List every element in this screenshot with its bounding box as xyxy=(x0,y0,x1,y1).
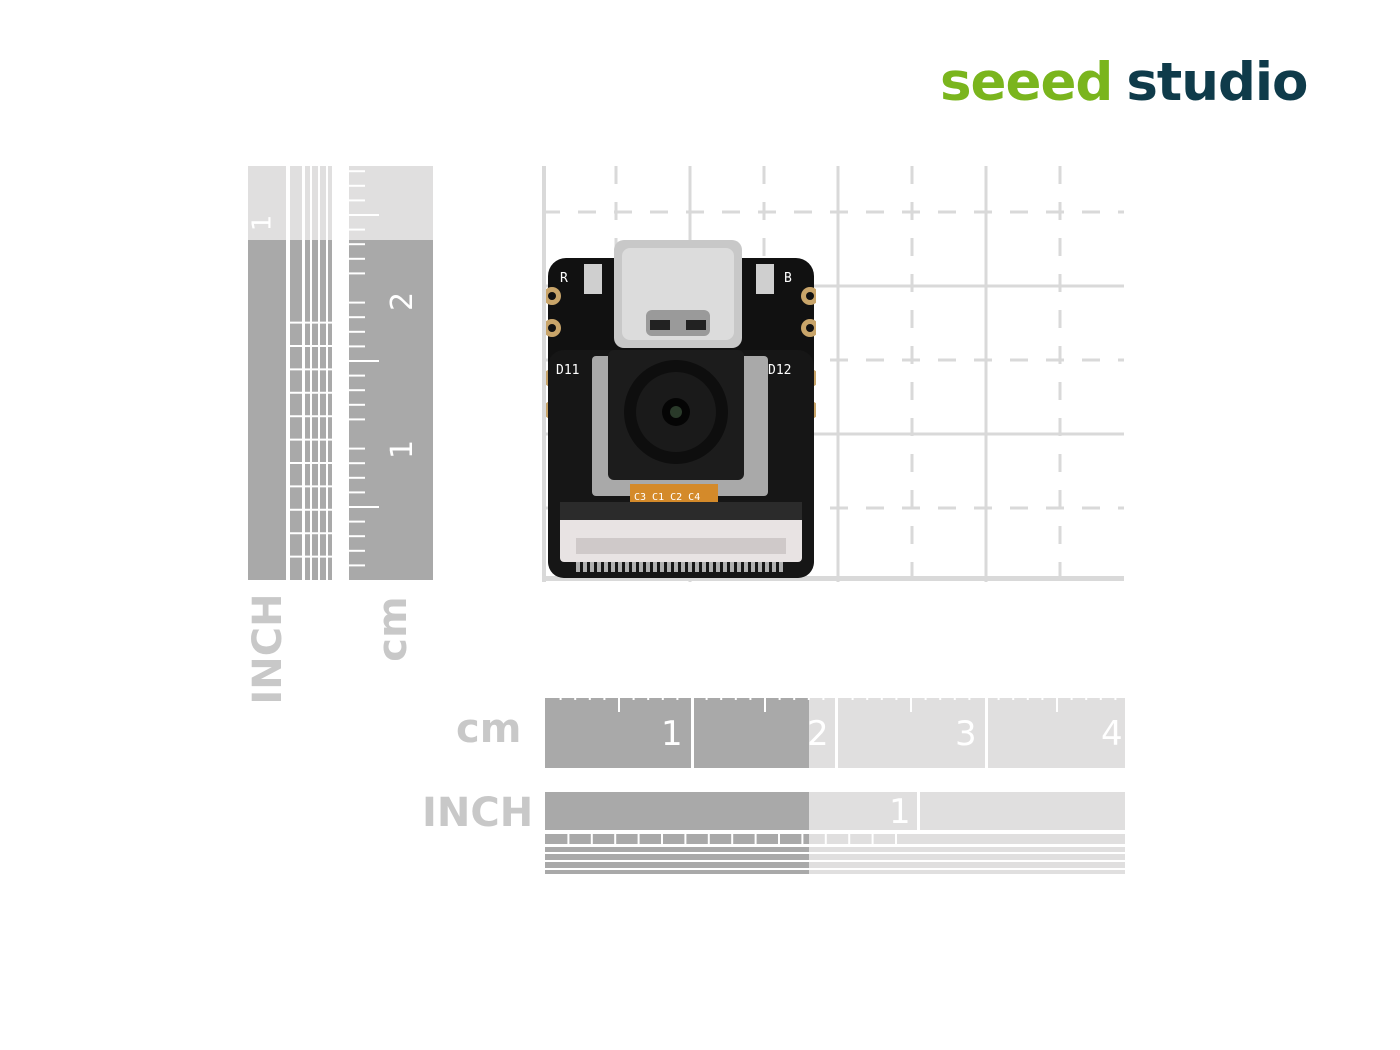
label-r: R xyxy=(560,271,568,286)
vertical-inch-mark-1: 1 xyxy=(247,214,278,232)
fpc-pin xyxy=(681,562,685,572)
fpc-pin xyxy=(723,562,727,572)
fpc-pin xyxy=(737,562,741,572)
logo-studio: studio xyxy=(1126,52,1308,113)
fpc-pin xyxy=(765,562,769,572)
fpc-pin xyxy=(702,562,706,572)
fpc-pin xyxy=(674,562,678,572)
horizontal-inch-unit-label: INCH xyxy=(422,790,534,836)
camera-board: R B D11 D12 C3 C1 C2 C4 xyxy=(543,240,819,580)
fpc-pin xyxy=(576,562,580,572)
vertical-cm-mark-1: 1 xyxy=(385,439,421,460)
vertical-cm-unit-label: cm xyxy=(370,596,416,662)
fpc-pin xyxy=(632,562,636,572)
horizontal-cm-mark-1: 1 xyxy=(661,714,683,754)
fpc-pin xyxy=(660,562,664,572)
label-connector: C3 C1 C2 C4 xyxy=(634,492,700,503)
fpc-pin xyxy=(772,562,776,572)
fpc-pin xyxy=(646,562,650,572)
horizontal-cm-ruler-graphic xyxy=(545,684,1125,768)
fpc-pin xyxy=(583,562,587,572)
horizontal-cm-ruler: 1 2 3 4 xyxy=(545,684,1125,768)
fpc-pin xyxy=(639,562,643,572)
vertical-inch-ruler: 1 xyxy=(247,166,332,580)
label-b: B xyxy=(784,271,792,286)
fpc-pin xyxy=(611,562,615,572)
horizontal-inch-ruler-graphic xyxy=(545,792,1125,876)
horizontal-inch-mark-1: 1 xyxy=(889,792,911,832)
logo-seeed: seeed xyxy=(940,52,1113,113)
fpc-pin xyxy=(604,562,608,572)
fpc-pin xyxy=(597,562,601,572)
fpc-pin xyxy=(653,562,657,572)
fpc-pin xyxy=(751,562,755,572)
vertical-cm-ruler-graphic xyxy=(349,166,433,580)
fpc-pin xyxy=(758,562,762,572)
horizontal-cm-mark-2: 2 xyxy=(807,714,829,754)
fpc-pin xyxy=(688,562,692,572)
fpc-pin xyxy=(667,562,671,572)
fpc-pin xyxy=(618,562,622,572)
vertical-cm-ruler: 2 1 xyxy=(349,166,433,580)
horizontal-inch-ruler: 1 xyxy=(545,792,1125,876)
fpc-pin xyxy=(709,562,713,572)
fpc-pin xyxy=(744,562,748,572)
fpc-pin xyxy=(590,562,594,572)
vertical-inch-unit-label: INCH xyxy=(245,593,291,705)
vertical-inch-ruler-graphic xyxy=(248,166,332,580)
fpc-pin xyxy=(625,562,629,572)
horizontal-cm-mark-3: 3 xyxy=(955,714,977,754)
label-d11: D11 xyxy=(556,363,579,378)
fpc-pin xyxy=(779,562,783,572)
horizontal-cm-unit-label: cm xyxy=(456,706,522,752)
camera-board-graphic: R B D11 D12 C3 C1 C2 C4 xyxy=(543,240,819,578)
fpc-pin xyxy=(730,562,734,572)
label-d12: D12 xyxy=(768,363,791,378)
horizontal-cm-mark-4: 4 xyxy=(1101,714,1123,754)
fpc-pin xyxy=(716,562,720,572)
fpc-pin xyxy=(695,562,699,572)
vertical-cm-mark-2: 2 xyxy=(385,291,421,312)
